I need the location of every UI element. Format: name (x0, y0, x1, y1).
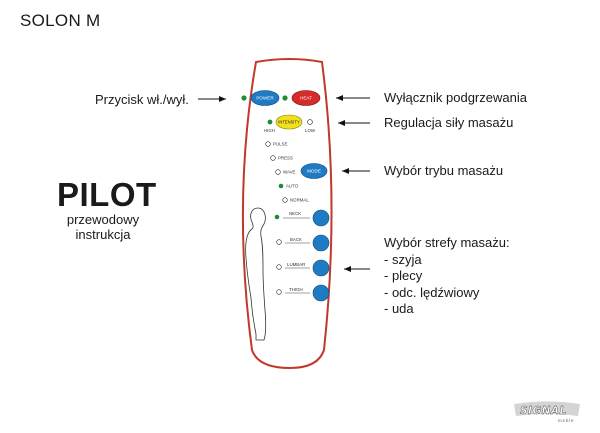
zone-led-back (276, 239, 282, 245)
heat-button[interactable] (291, 90, 321, 106)
callout-heat: Wyłącznik podgrzewania (384, 90, 527, 105)
pilot-subtitle-1: przewodowy (66, 212, 140, 227)
mode-led-auto (278, 183, 284, 189)
mode-label-wave: WAVE (283, 170, 296, 175)
zone-label-thigh: THIGH (289, 287, 303, 292)
pilot-subtitle-2: instrukcja (75, 227, 131, 242)
heat-button-label: HEAT (300, 96, 312, 101)
heat-led (282, 95, 288, 101)
low-label: LOW (305, 128, 316, 133)
low-led (307, 119, 313, 125)
high-led (267, 119, 273, 125)
zone-label-lumbar: LUMBAR (287, 262, 305, 267)
power-led (241, 95, 247, 101)
logo-brand: SIGNAL (520, 405, 567, 417)
mode-label-press: PRESS (278, 156, 293, 161)
mode-led-normal (282, 197, 288, 203)
zone-callout-item: - odc. lędźwiowy (384, 284, 480, 300)
pilot-heading: PILOT (57, 176, 157, 213)
remote-body (241, 58, 333, 370)
body-silhouette (245, 207, 267, 341)
mode-led-wave (275, 169, 281, 175)
intensity-button-label: INTENSITY (278, 120, 300, 125)
zone-callout-item: - plecy (384, 268, 423, 283)
high-label: HIGH (264, 128, 275, 133)
intensity-button[interactable] (275, 114, 303, 130)
mode-label-pulse: PULSE (273, 142, 287, 147)
power-button-label: POWER (256, 96, 274, 101)
zone-button-thigh[interactable] (312, 284, 330, 302)
zone-callout-item: - uda (384, 301, 414, 316)
callout-mode: Wybór trybu masażu (384, 163, 504, 178)
brand-logo: SIGNAL meble (514, 401, 580, 423)
zone-callout-heading: Wybór strefy masażu: (384, 235, 510, 250)
zone-button-back[interactable] (312, 234, 330, 252)
zone-led-neck (274, 214, 280, 220)
zone-button-neck[interactable] (312, 209, 330, 227)
callout-power: Przycisk wł./wył. (95, 92, 189, 107)
logo-sub: meble (558, 418, 574, 423)
power-button[interactable] (250, 90, 280, 106)
mode-label-auto: AUTO (286, 184, 299, 189)
model-title: SOLON M (20, 11, 101, 30)
logo-swoosh (514, 401, 580, 416)
zone-button-lumbar[interactable] (312, 259, 330, 277)
callout-intensity: Regulacja siły masażu (384, 115, 514, 130)
mode-button-label: MODE (307, 169, 321, 174)
zone-led-thigh (276, 289, 282, 295)
mode-led-pulse (265, 141, 271, 147)
zone-callout: Wybór strefy masażu: - szyja - plecy - o… (384, 235, 510, 318)
mode-label-normal: NORMAL (290, 198, 309, 203)
zone-led-lumbar (276, 264, 282, 270)
zone-callout-item: - szyja (384, 251, 422, 267)
mode-button[interactable] (300, 163, 328, 179)
zone-label-back: BACK (290, 237, 302, 242)
mode-led-press (270, 155, 276, 161)
zone-label-neck: NECK (289, 211, 301, 216)
